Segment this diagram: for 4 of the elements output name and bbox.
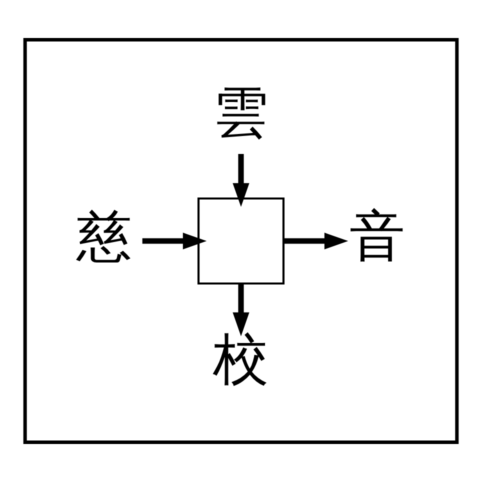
node-text: 校	[213, 327, 269, 392]
node-text: 慈	[76, 204, 132, 269]
node-text: 雲	[213, 80, 269, 146]
node-text: 音	[350, 204, 406, 269]
